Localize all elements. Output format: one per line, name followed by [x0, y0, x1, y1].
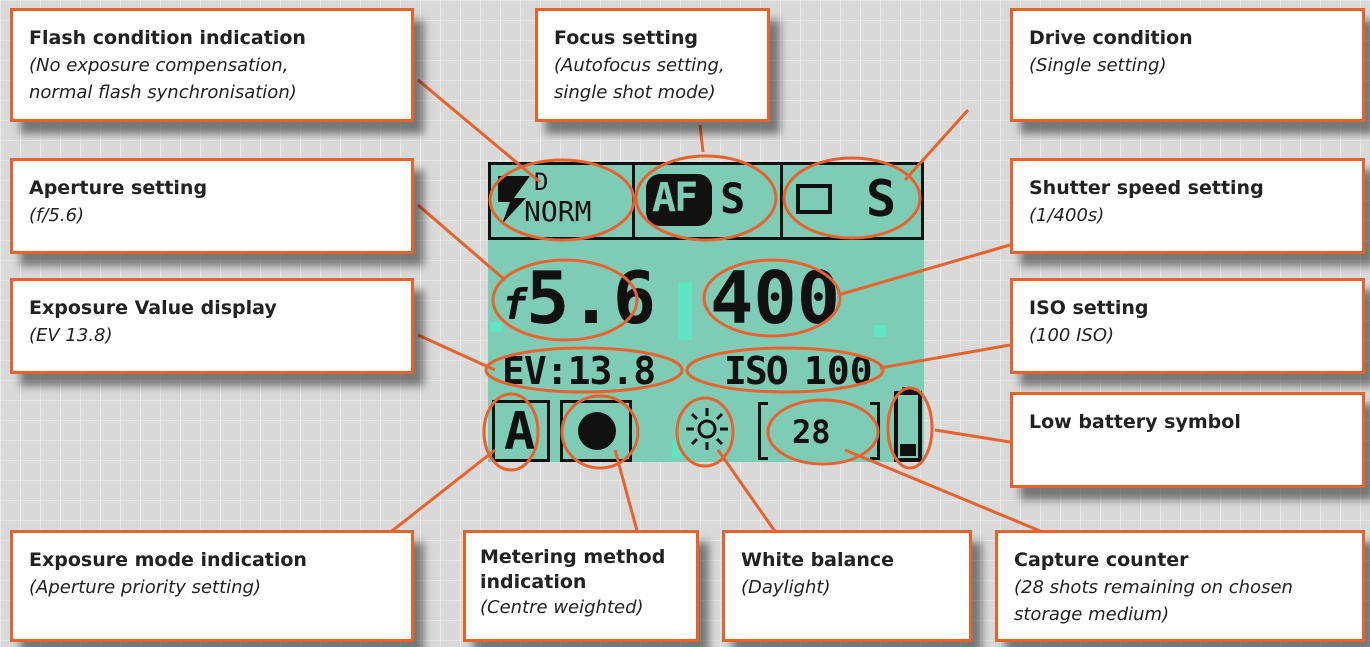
lcd-divider — [632, 162, 635, 240]
lcd-glow — [678, 282, 692, 340]
counter-bracket-left — [758, 402, 768, 460]
callout-title: Focus setting — [554, 27, 698, 49]
callout-low-battery: Low battery symbol — [1010, 392, 1365, 488]
callout-capture-counter: Capture counter (28 shots remaining on c… — [995, 530, 1365, 642]
callout-description: (No exposure compensation, normal flash … — [29, 55, 297, 103]
callout-title: White balance — [741, 549, 895, 571]
callout-focus-setting: Focus setting (Autofocus setting, single… — [535, 8, 770, 122]
daylight-icon — [684, 406, 730, 452]
callout-description: (Single setting) — [1029, 55, 1167, 76]
callout-exposure-value: Exposure Value display (EV 13.8) — [10, 278, 414, 374]
centre-weighted-metering-icon — [578, 412, 616, 450]
callout-title: Flash condition indication — [29, 27, 306, 49]
lcd-divider — [780, 162, 783, 240]
callout-title: Metering method indication — [480, 546, 666, 593]
callout-title: Aperture setting — [29, 177, 208, 199]
ev-value: EV:13.8 — [502, 349, 656, 393]
aperture-value: 5.6 — [526, 256, 657, 340]
callout-white-balance: White balance (Daylight) — [722, 530, 972, 642]
callout-title: Shutter speed setting — [1029, 177, 1264, 199]
callout-description: (100 ISO) — [1029, 325, 1115, 346]
callout-description: (Aperture priority setting) — [29, 577, 261, 598]
camera-lcd-panel: D NORM AF S S f 5.6 400 EV:13.8 ISO 100 … — [486, 160, 926, 465]
drive-mode-label: S — [866, 170, 897, 228]
leader-line — [417, 333, 496, 372]
callout-drive-condition: Drive condition (Single setting) — [1010, 8, 1365, 122]
callout-description: (f/5.6) — [29, 205, 85, 226]
callout-title: Exposure Value display — [29, 297, 277, 319]
callout-metering-method: Metering method indication (Centre weigh… — [463, 530, 699, 642]
lcd-glow — [874, 325, 886, 337]
iso-label: ISO — [724, 349, 789, 393]
lcd-glow — [490, 322, 502, 332]
callout-description: (1/400s) — [1029, 205, 1105, 226]
callout-title: Low battery symbol — [1029, 411, 1241, 433]
callout-title: ISO setting — [1029, 297, 1149, 319]
af-mode-label: S — [720, 174, 746, 223]
af-label: AF — [652, 175, 698, 221]
callout-description: (Centre weighted) — [480, 597, 644, 618]
shutter-value: 400 — [710, 256, 841, 340]
callout-shutter-speed: Shutter speed setting (1/400s) — [1010, 158, 1365, 254]
leader-line — [698, 124, 705, 153]
callout-flash-condition: Flash condition indication (No exposure … — [10, 8, 414, 122]
callout-title: Exposure mode indication — [29, 549, 307, 571]
counter-bracket-right — [870, 402, 880, 460]
exposure-mode-value: A — [504, 402, 536, 462]
callout-description: (Autofocus setting, single shot mode) — [554, 55, 725, 103]
leader-line — [934, 428, 1011, 444]
aperture-prefix: f — [502, 280, 528, 329]
flash-norm-label: NORM — [524, 195, 592, 228]
iso-value: 100 — [804, 349, 873, 393]
battery-icon — [894, 386, 922, 462]
callout-iso-setting: ISO setting (100 ISO) — [1010, 278, 1365, 374]
callout-aperture-setting: Aperture setting (f/5.6) — [10, 158, 414, 254]
callout-description: (EV 13.8) — [29, 325, 113, 346]
callout-description: (28 shots remaining on chosen storage me… — [1014, 577, 1293, 625]
callout-title: Drive condition — [1029, 27, 1193, 49]
callout-title: Capture counter — [1014, 549, 1189, 571]
callout-description: (Daylight) — [741, 577, 831, 598]
capture-counter-value: 28 — [792, 413, 831, 451]
lcd-glow — [672, 440, 682, 458]
single-frame-icon — [796, 184, 832, 214]
callout-exposure-mode: Exposure mode indication (Aperture prior… — [10, 530, 414, 642]
flash-d-label: D — [534, 168, 549, 196]
